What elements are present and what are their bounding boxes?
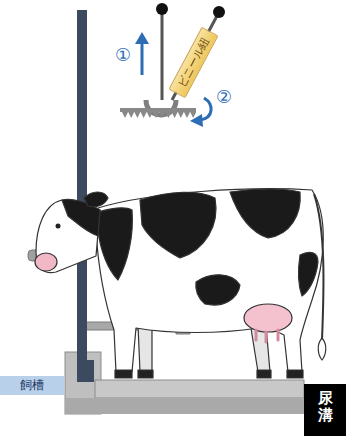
comb-tooth xyxy=(141,112,147,118)
comb-tooth xyxy=(153,112,159,118)
urine-ditch-box: 尿溝 xyxy=(304,384,346,436)
rotate-arrow xyxy=(190,98,211,127)
vinyl-string-band: ビニール紐 xyxy=(168,26,218,98)
post-foot xyxy=(86,360,94,382)
comb-tooth xyxy=(122,112,128,118)
trough-label-band: 飼槽 xyxy=(0,376,64,395)
comb-tooth xyxy=(165,112,171,118)
cow xyxy=(35,189,326,378)
comb-tooth xyxy=(147,112,153,118)
callout-number: ① xyxy=(115,44,131,65)
comb-tooth xyxy=(159,112,165,118)
comb-tooth xyxy=(190,112,196,118)
stall-floor xyxy=(95,380,304,398)
node-text: 尿溝 xyxy=(318,390,333,423)
callout-number: ② xyxy=(216,86,232,107)
comb-tooth xyxy=(128,112,134,118)
comb-tooth xyxy=(134,112,140,118)
up-arrow xyxy=(135,32,149,75)
comb-tooth xyxy=(172,112,178,118)
node-text: ビニール紐 xyxy=(169,28,216,97)
node-text: 飼槽 xyxy=(0,376,64,395)
floor-base xyxy=(65,398,304,414)
grooming-tool xyxy=(120,3,225,115)
comb-tooth xyxy=(184,112,190,118)
comb-tooth xyxy=(178,112,184,118)
comb-teeth xyxy=(122,112,196,118)
